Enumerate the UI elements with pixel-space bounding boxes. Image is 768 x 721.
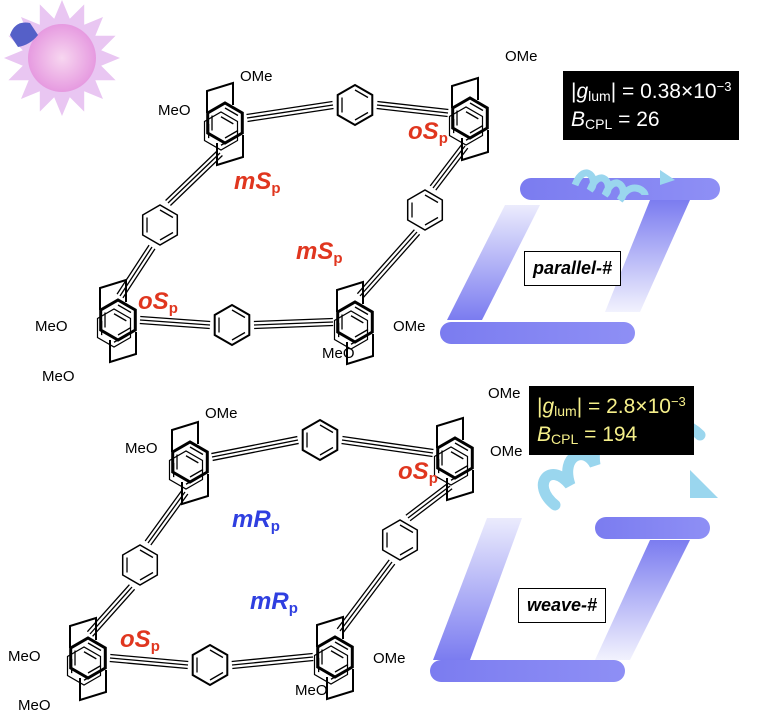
paracyclophane — [69, 616, 107, 702]
bottom-cpl-info: |glum| = 2.8×10−3 BCPL = 194 — [529, 386, 694, 455]
benzene-ring — [121, 544, 159, 586]
arrangement-tag: weave-# — [518, 588, 607, 623]
paracyclophane — [99, 278, 137, 364]
alkyne-bond — [356, 229, 421, 299]
alkyne-bond — [109, 653, 189, 670]
lower-deck-ring — [448, 106, 484, 146]
methoxy-label: MeO — [125, 440, 158, 457]
benzene-ring — [406, 189, 444, 231]
stereo-label: mRp — [250, 588, 298, 617]
parallel-arrangement-graphic — [440, 169, 720, 344]
paracyclophane — [171, 420, 209, 506]
methoxy-label: MeO — [35, 318, 68, 335]
alkyne-bond — [86, 584, 136, 637]
methoxy-label: MeO — [295, 682, 328, 699]
alkyne-bond — [144, 489, 189, 546]
helix-icon — [571, 169, 649, 203]
methoxy-label: MeO — [42, 368, 75, 385]
benzene-ring — [213, 303, 251, 347]
alkyne-bond — [139, 315, 211, 330]
stereo-label: oSp — [120, 626, 160, 655]
top-cpl-info: |glum| = 0.38×10−3 BCPL = 26 — [563, 71, 740, 140]
upper-deck-ring — [436, 436, 474, 480]
benzene-ring — [301, 418, 339, 462]
lower-deck-ring — [433, 446, 469, 486]
lower-deck-ring — [168, 450, 204, 490]
methoxy-label: OMe — [488, 385, 521, 402]
alkyne-bond — [231, 652, 314, 670]
methoxy-label: MeO — [322, 345, 355, 362]
alkyne-bond — [376, 100, 449, 118]
upper-deck-ring — [206, 101, 244, 145]
lower-deck-ring — [203, 111, 239, 151]
stereo-label: mSp — [296, 238, 343, 267]
weave-arrangement-graphic — [430, 417, 718, 682]
alkyne-bond — [336, 559, 396, 634]
upper-deck-ring — [171, 440, 209, 484]
alkyne-bond — [116, 244, 156, 299]
alkyne-bond — [165, 150, 223, 206]
macrocycle-bonds — [66, 76, 489, 702]
methoxy-label: OMe — [240, 68, 273, 85]
lower-deck-ring — [96, 308, 132, 348]
methoxy-label: OMe — [205, 405, 238, 422]
alkyne-bond — [246, 100, 334, 123]
methoxy-label: OMe — [505, 48, 538, 65]
methoxy-label: MeO — [18, 697, 51, 714]
stereo-label: mSp — [234, 168, 281, 197]
alkyne-bond — [405, 482, 453, 522]
methoxy-label: OMe — [373, 650, 406, 667]
alkyne-bond — [341, 435, 434, 458]
upper-deck-ring — [316, 635, 354, 679]
alkyne-bond — [429, 143, 469, 191]
lower-deck-ring — [66, 646, 102, 686]
alkyne-bond — [253, 317, 334, 330]
upper-deck-ring — [69, 636, 107, 680]
benzene-ring — [141, 204, 179, 246]
upper-deck-ring — [336, 300, 374, 344]
upper-deck-ring — [451, 96, 489, 140]
methoxy-label: MeO — [8, 648, 41, 665]
benzene-ring — [336, 83, 374, 127]
stereo-label: oSp — [398, 458, 438, 487]
stereo-label: oSp — [138, 288, 178, 317]
paracyclophane — [206, 81, 244, 167]
arrangement-tag: parallel-# — [524, 251, 622, 286]
lower-deck-ring — [333, 310, 369, 350]
methoxy-label: OMe — [393, 318, 426, 335]
stereo-label: oSp — [408, 118, 448, 147]
upper-deck-ring — [99, 298, 137, 342]
alkyne-bond — [211, 435, 299, 462]
methoxy-label: MeO — [158, 102, 191, 119]
benzene-ring — [381, 519, 419, 561]
lower-deck-ring — [313, 645, 349, 685]
methoxy-label: OMe — [490, 443, 523, 460]
benzene-ring — [191, 643, 229, 687]
stereo-label: mRp — [232, 506, 280, 535]
light-source-icon — [4, 0, 120, 116]
